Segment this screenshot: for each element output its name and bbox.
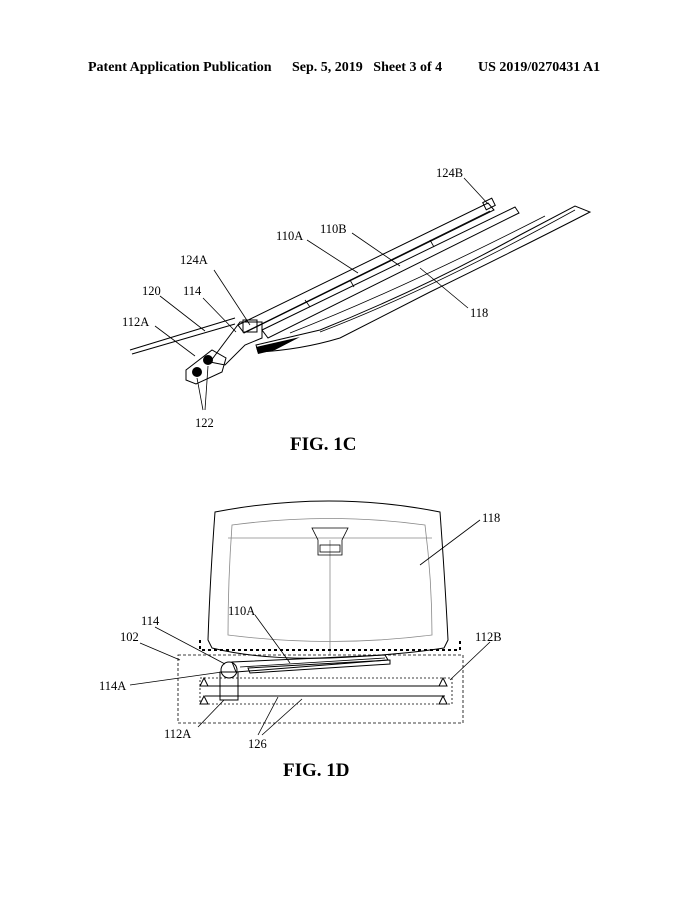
label-110A-1d: 110A <box>228 604 255 618</box>
leader-122a <box>196 377 204 411</box>
label-124A: 124A <box>180 253 208 267</box>
leader-126b <box>261 698 303 736</box>
leader-124A <box>213 269 251 326</box>
windshield-outline-118 <box>207 500 449 659</box>
label-112B: 112B <box>475 630 502 644</box>
label-118: 118 <box>470 306 488 320</box>
pivot-triangle-right-top <box>438 676 448 687</box>
label-110B: 110B <box>320 222 347 236</box>
leader-114-1d <box>154 626 226 665</box>
publication-number: US 2019/0270431 A1 <box>478 60 601 75</box>
leader-122b <box>204 365 209 411</box>
figure-1c: 124B 110B 110A 124A 120 114 112A 118 122… <box>122 166 592 455</box>
end-cap-124B <box>482 197 496 211</box>
leader-118-1d <box>419 519 481 566</box>
leader-112A <box>154 325 196 357</box>
label-114-1d: 114 <box>141 614 160 628</box>
wiper-arm-edge <box>239 657 386 668</box>
label-120: 120 <box>142 284 161 298</box>
label-114: 114 <box>183 284 202 298</box>
date-sheet: Sep. 5, 2019 Sheet 3 of 4 <box>292 60 443 75</box>
fastener-122a-icon <box>192 367 202 377</box>
pivot-triangle-right-bottom <box>438 694 448 705</box>
label-122: 122 <box>195 416 214 430</box>
label-124B: 124B <box>436 166 463 180</box>
fastener-122b-icon <box>203 355 213 365</box>
mirror-mount <box>311 527 349 556</box>
caption-fig-1d: FIG. 1D <box>283 760 350 781</box>
label-110A: 110A <box>276 229 303 243</box>
leader-110A <box>306 239 359 274</box>
windshield-lower-line <box>319 209 576 333</box>
leader-126a <box>257 696 279 736</box>
label-112A-1d: 112A <box>164 727 191 741</box>
leader-110B <box>351 232 401 267</box>
label-126: 126 <box>248 737 267 751</box>
leader-110A-1d <box>254 614 291 664</box>
pivot-housing-112A <box>219 671 239 701</box>
arm-segment-1 <box>349 279 355 288</box>
windshield-shadow <box>256 337 300 354</box>
wiper-arm-110A <box>237 202 495 334</box>
leader-114 <box>202 297 237 333</box>
leader-120 <box>159 295 206 332</box>
linkage-area <box>199 677 453 705</box>
drive-rod-120 <box>129 317 236 355</box>
label-112A: 112A <box>122 315 149 329</box>
leader-114A <box>129 671 223 686</box>
arm-segment-2 <box>429 239 435 248</box>
windshield-inner-outline <box>227 518 433 642</box>
connector-124A <box>242 319 258 333</box>
page-header: Patent Application Publication Sep. 5, 2… <box>0 60 695 80</box>
cowl-boundary <box>199 640 461 651</box>
figure-1d: 118 114 110A 102 112B 114A 112A 126 FIG.… <box>99 500 502 781</box>
caption-fig-1c: FIG. 1C <box>290 434 357 455</box>
leader-118 <box>419 267 469 309</box>
wiper-module-102 <box>177 654 464 724</box>
publication-type: Patent Application Publication <box>88 60 272 75</box>
leader-102 <box>139 642 181 661</box>
wiper-arm-edge <box>244 210 491 333</box>
pivot-triangle-left-bottom <box>199 694 209 705</box>
pivot-cap-114A <box>220 661 238 679</box>
leader-112B <box>449 641 491 681</box>
wiper-blade <box>247 659 391 674</box>
windshield-inner-line <box>289 215 546 334</box>
pivot-triangle-left-top <box>199 676 209 687</box>
mirror-sensor <box>319 544 341 553</box>
pivot-base-112A <box>185 349 227 385</box>
label-102: 102 <box>120 630 139 644</box>
arm-segment-3 <box>304 299 311 308</box>
windshield-edge-118 <box>255 205 592 353</box>
leader-112A-1d <box>197 699 225 728</box>
wiper-blade-110B <box>261 206 520 339</box>
leader-124B <box>463 177 489 205</box>
label-114A: 114A <box>99 679 126 693</box>
label-118-1d: 118 <box>482 511 500 525</box>
